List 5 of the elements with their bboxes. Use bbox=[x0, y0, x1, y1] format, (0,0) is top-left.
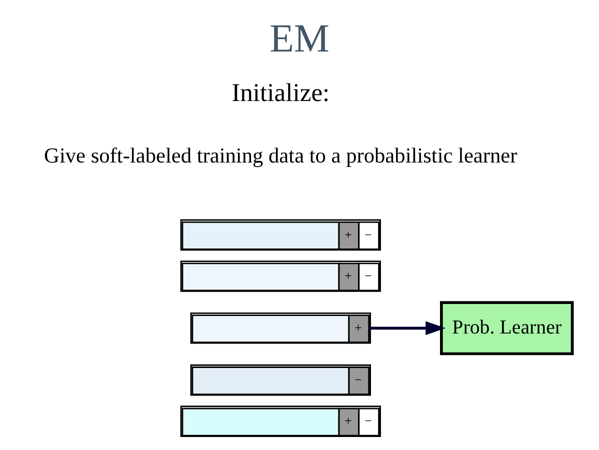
diagram-title: EM bbox=[270, 16, 330, 60]
label: Give soft-labeled training data to a probabilistic learner bbox=[44, 143, 518, 168]
node-box: Prob. Learner bbox=[440, 301, 574, 356]
label: Initialize: bbox=[232, 78, 330, 108]
arrow bbox=[370, 321, 446, 336]
